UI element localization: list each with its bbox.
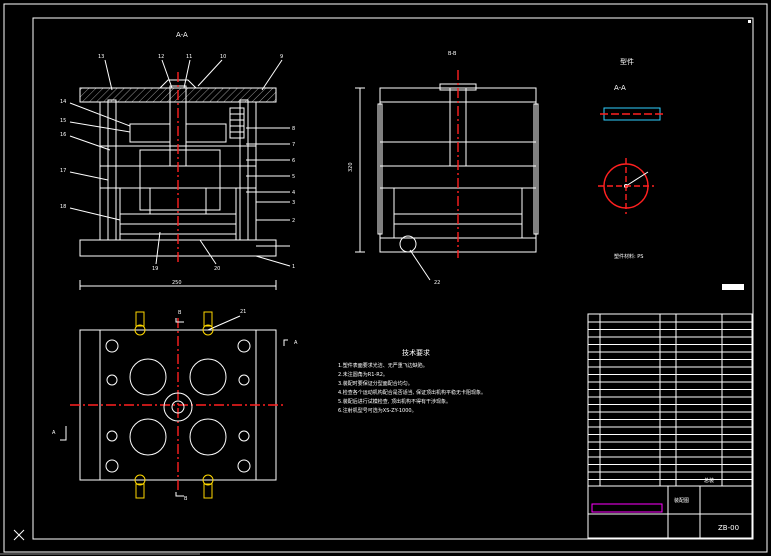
- part-no-16: 16: [60, 132, 66, 138]
- tech-line-3: 3.装配时要保证分型面配合均匀。: [338, 380, 413, 387]
- detail-title: 型件: [620, 57, 634, 66]
- detail-section-label: A-A: [614, 84, 626, 92]
- part-no-20: 20: [214, 266, 220, 272]
- part-no-15: 15: [60, 118, 66, 124]
- section-bb-label: B-B: [448, 51, 457, 57]
- technical-requirements: 技术要求 1.塑件表面要求光洁、无严重飞边缺陷。 2.未注圆角为R1-R2。 3…: [338, 348, 486, 414]
- dim-side-label: 320: [348, 162, 354, 172]
- tech-line-5: 5.装配后进行试模检查, 顶出机构不得有干涉现象。: [338, 398, 451, 405]
- arrow-a-right: A: [294, 340, 298, 346]
- part-no-17: 17: [60, 168, 66, 174]
- part-no-14: 14: [60, 99, 66, 105]
- part-no-19: 19: [152, 266, 158, 272]
- arrow-b-bottom: B: [184, 496, 188, 502]
- scale-box: 总装: [704, 477, 714, 484]
- part-no-22: 22: [434, 280, 440, 286]
- part-number-leaders: [69, 59, 431, 331]
- part-no-9: 9: [280, 54, 283, 60]
- part-no-4: 4: [292, 190, 295, 196]
- drawing-title: 装配图: [674, 497, 689, 504]
- section-view-bb: B-B 320: [348, 51, 539, 258]
- section-view-aa: A-A: [60, 31, 440, 331]
- tech-line-4: 4.检查各个运动机构配合是否适当, 保证顶出机构平稳无卡阻现象。: [338, 389, 486, 396]
- inner-border: [32, 17, 754, 540]
- part-no-11: 11: [186, 54, 192, 60]
- outer-border: [3, 3, 768, 553]
- detail-part-view: 型件 A-A 塑件材料: PS: [598, 57, 744, 290]
- part-no-12: 12: [158, 54, 164, 60]
- part-no-5: 5: [292, 174, 295, 180]
- section-aa-label: A-A: [176, 31, 188, 39]
- parts-list-title-block: 装配图 总装 ZB-00: [587, 313, 753, 539]
- part-no-18: 18: [60, 204, 66, 210]
- part-no-10: 10: [220, 54, 226, 60]
- dim-bottom-label: 250: [172, 280, 182, 286]
- part-no-13: 13: [98, 54, 104, 60]
- part-no-6: 6: [292, 158, 295, 164]
- part-no-2: 2: [292, 218, 295, 224]
- tech-line-2: 2.未注圆角为R1-R2。: [338, 371, 388, 378]
- part-no-3: 3: [292, 200, 295, 206]
- tech-line-1: 1.塑件表面要求光洁、无严重飞边缺陷。: [338, 362, 428, 369]
- part-no-1: 1: [292, 264, 295, 270]
- part-no-8: 8: [292, 126, 295, 132]
- tech-title: 技术要求: [402, 348, 430, 357]
- drawing-number: ZB-00: [718, 524, 739, 532]
- plan-view: A A B B: [52, 310, 298, 502]
- frame-corner-mark: [748, 20, 751, 23]
- detail-material-note: 塑件材料: PS: [614, 253, 643, 260]
- tech-line-6: 6.注射机型号可选为XS-ZY-1000。: [338, 407, 417, 414]
- arrow-a-left: A: [52, 430, 56, 436]
- part-no-7: 7: [292, 142, 295, 148]
- part-no-21: 21: [240, 309, 246, 315]
- arrow-b-top: B: [178, 310, 182, 316]
